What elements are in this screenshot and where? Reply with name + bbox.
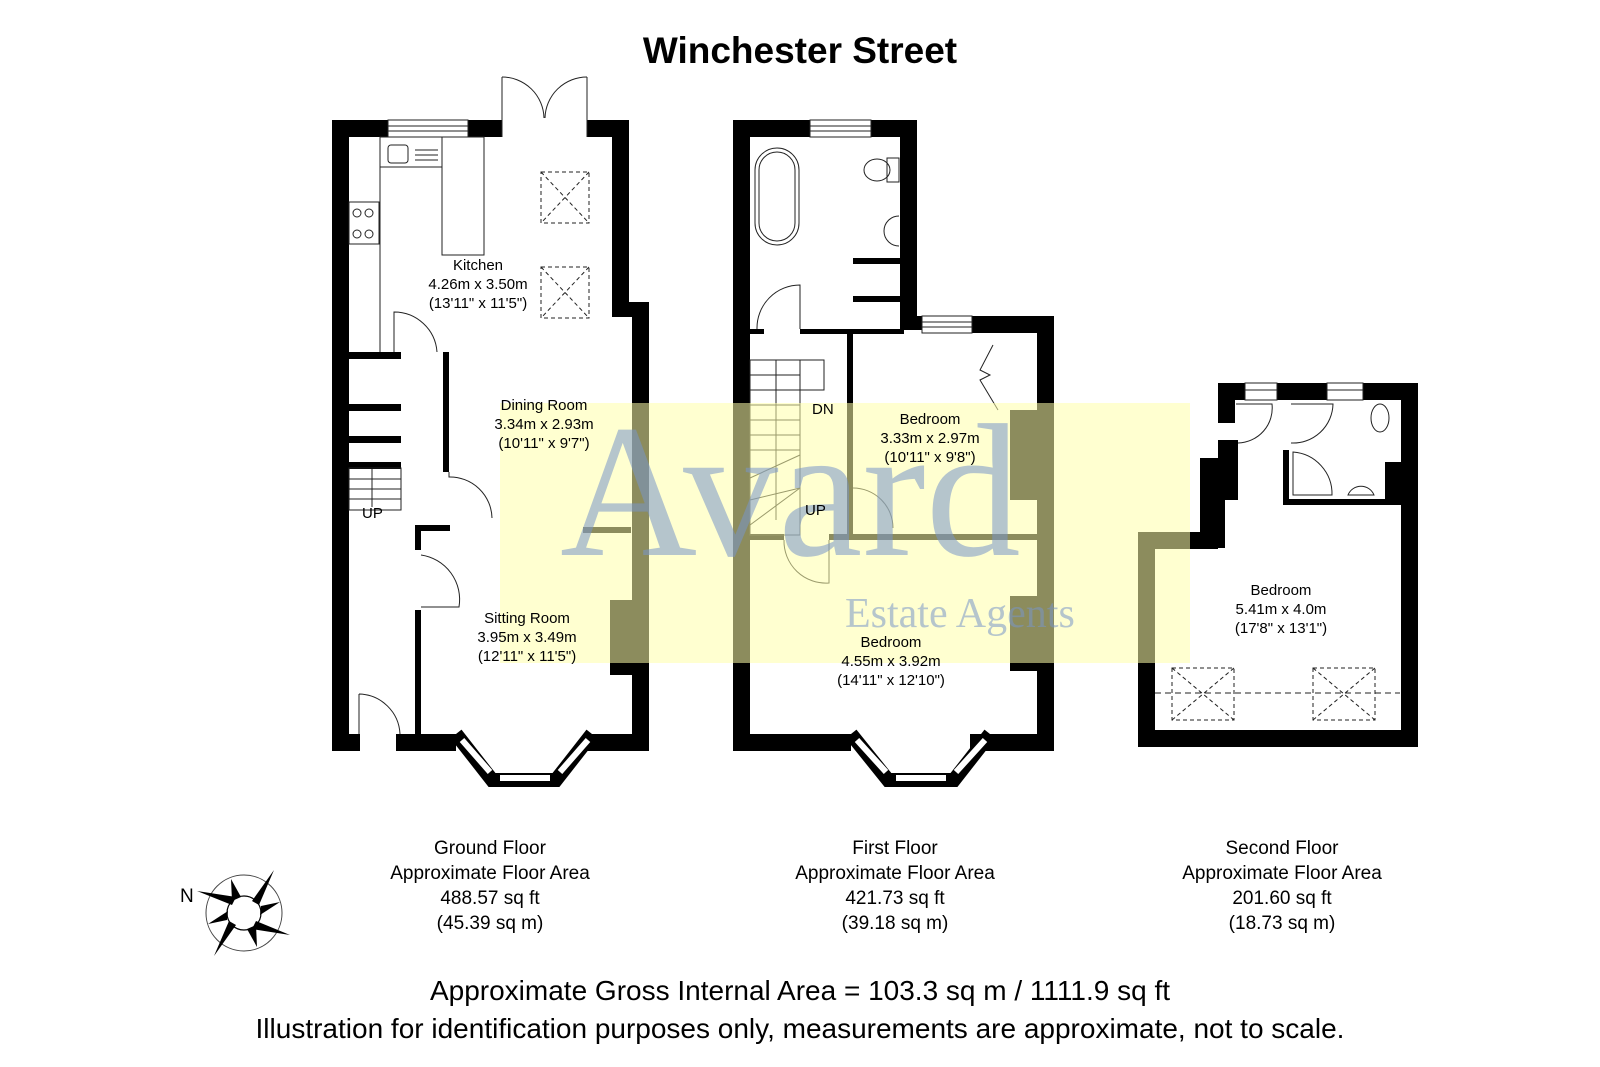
room-imperial: (13'11" x 11'5") [428, 295, 528, 312]
room-imperial: (10'11" x 9'8") [884, 449, 976, 466]
second-floor-fixtures [1155, 382, 1400, 721]
room-metric: 3.33m x 2.97m [880, 430, 980, 447]
room-name: Bedroom [899, 411, 961, 428]
room-dining: Dining Room 3.34m x 2.93m (10'11" x 9'7"… [494, 396, 593, 453]
room-name: Bedroom [860, 634, 922, 651]
room-imperial: (12'11" x 11'5") [477, 648, 577, 665]
page-title: Winchester Street [642, 30, 958, 71]
room-imperial: (10'11" x 9'7") [498, 435, 590, 452]
floor-name: First Floor [852, 838, 938, 859]
floor-sq-ft: 201.60 sq ft [1232, 888, 1332, 909]
ground-floor-area: Ground Floor Approximate Floor Area 488.… [390, 836, 590, 936]
floor-sq-m: (39.18 sq m) [841, 913, 949, 934]
room-imperial: (14'11" x 12'10") [837, 672, 945, 689]
room-bedroom-2: Bedroom 4.55m x 3.92m (14'11" x 12'10") [837, 633, 945, 690]
ground-floor-fixtures [348, 76, 598, 787]
second-floor-area: Second Floor Approximate Floor Area 201.… [1182, 836, 1382, 936]
compass-north-label: N [180, 886, 194, 907]
room-bedroom-1: Bedroom 3.33m x 2.97m (10'11" x 9'8") [880, 410, 979, 467]
stairs-down-label: DN [812, 401, 834, 418]
floor-sq-ft: 488.57 sq ft [440, 888, 540, 909]
room-sitting: Sitting Room 3.95m x 3.49m (12'11" x 11'… [477, 609, 576, 666]
floor-name: Ground Floor [434, 838, 546, 859]
second-floor-plan [1138, 383, 1418, 747]
room-metric: 3.95m x 3.49m [477, 629, 577, 646]
room-name: Dining Room [500, 397, 588, 414]
floor-sq-m: (18.73 sq m) [1228, 913, 1336, 934]
room-bedroom-3: Bedroom 5.41m x 4.0m (17'8" x 13'1") [1235, 581, 1327, 638]
stairs-up-label: UP [805, 502, 826, 519]
gross-area-text: Approximate Gross Internal Area = 103.3 … [429, 975, 1171, 1006]
floor-area-label: Approximate Floor Area [795, 863, 995, 884]
room-metric: 5.41m x 4.0m [1235, 601, 1327, 618]
stairs-up-label: UP [362, 505, 383, 522]
room-name: Bedroom [1250, 582, 1312, 599]
floor-area-label: Approximate Floor Area [1182, 863, 1382, 884]
compass-rose-icon [197, 870, 290, 956]
floor-area-label: Approximate Floor Area [390, 863, 590, 884]
room-name: Kitchen [452, 257, 504, 274]
room-metric: 4.26m x 3.50m [428, 276, 528, 293]
room-metric: 4.55m x 3.92m [841, 653, 941, 670]
floor-name: Second Floor [1225, 838, 1339, 859]
ground-floor-plan [332, 120, 649, 751]
room-imperial: (17'8" x 13'1") [1234, 620, 1328, 637]
floor-sq-ft: 421.73 sq ft [845, 888, 945, 909]
first-floor-area: First Floor Approximate Floor Area 421.7… [795, 836, 995, 936]
room-name: Sitting Room [484, 610, 570, 627]
room-metric: 3.34m x 2.93m [494, 416, 594, 433]
room-kitchen: Kitchen 4.26m x 3.50m (13'11" x 11'5") [428, 256, 527, 313]
disclaimer-text: Illustration for identification purposes… [255, 1013, 1345, 1044]
floor-sq-m: (45.39 sq m) [436, 913, 544, 934]
